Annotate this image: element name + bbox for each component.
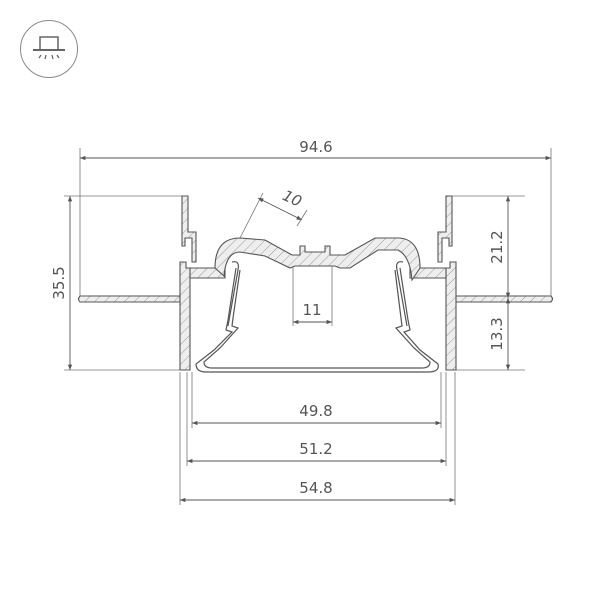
recessed-light-badge: [20, 20, 78, 78]
dim-total-height: 35.5: [50, 266, 68, 299]
dim-lower-height: 13.3: [488, 317, 506, 350]
profile-body: [77, 195, 554, 371]
recessed-ceiling-light-icon: [33, 36, 65, 60]
dim-diffuser-arc: 10: [280, 186, 305, 210]
dim-upper-height: 21.2: [488, 230, 506, 263]
dim-mid-width: 51.2: [299, 440, 332, 458]
dim-overall-width: 94.6: [299, 138, 332, 156]
diffuser: [195, 261, 439, 373]
dimension-labels: 94.6 10 35.5 21.2 13.3 11 49.8 51.2 54.8: [50, 138, 506, 497]
dim-inner-width: 49.8: [299, 402, 332, 420]
dimension-lines: [67, 155, 551, 503]
dim-slot-width: 11: [302, 301, 321, 319]
dim-outer-width: 54.8: [299, 479, 332, 497]
